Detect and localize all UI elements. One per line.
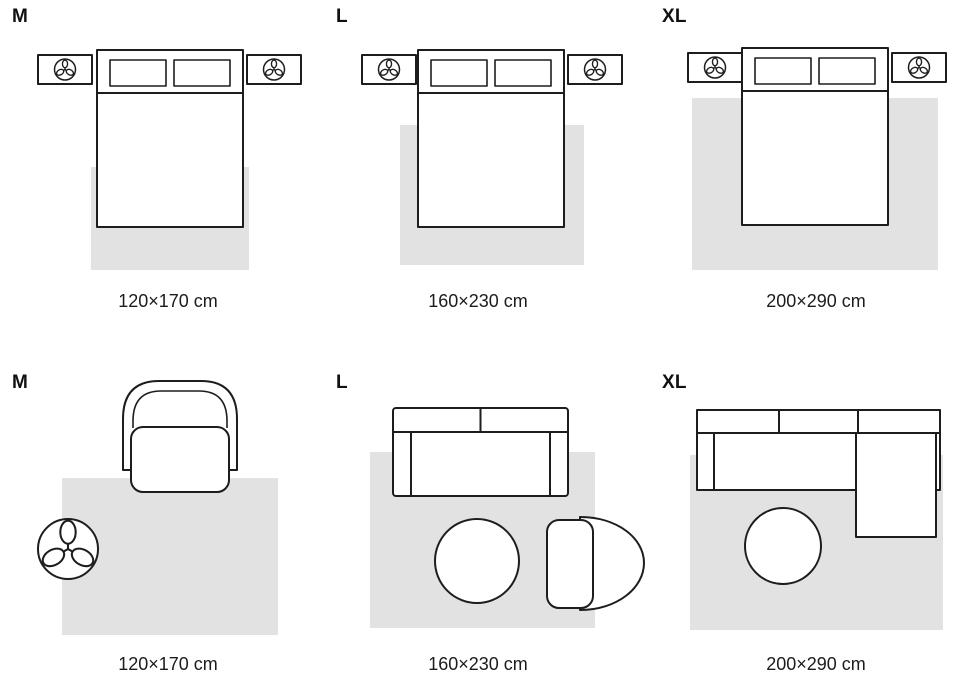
size-label-bedroom-xl: XL xyxy=(662,6,687,27)
bedroom-l-scene xyxy=(362,49,622,265)
coffee-table xyxy=(434,518,520,604)
dimensions-living-xl: 200×290 cm xyxy=(766,654,866,674)
size-label-bedroom-l: L xyxy=(336,6,348,27)
size-label-bedroom-m: M xyxy=(12,6,29,27)
sofa xyxy=(392,407,569,497)
nightstand xyxy=(688,53,742,82)
size-label-living-xl: XL xyxy=(662,372,687,393)
coffee-table xyxy=(744,507,822,585)
armchair xyxy=(546,516,645,611)
living-room-m-scene xyxy=(37,380,278,635)
nightstand xyxy=(247,55,301,84)
bed xyxy=(417,49,565,228)
nightstand xyxy=(38,55,92,84)
nightstand xyxy=(892,53,946,82)
chaise-lounge xyxy=(855,432,937,538)
floor-plant xyxy=(37,518,99,580)
bed xyxy=(741,47,889,226)
sectional-sofa xyxy=(696,409,941,538)
living-room-xl-scene xyxy=(690,409,943,630)
dimensions-bedroom-xl: 200×290 cm xyxy=(766,291,866,311)
bed xyxy=(96,49,244,228)
dimensions-bedroom-l: 160×230 cm xyxy=(428,291,528,311)
bedroom-xl-scene xyxy=(688,47,946,270)
bedroom-m-scene xyxy=(38,49,301,270)
dimensions-living-m: 120×170 cm xyxy=(118,654,218,674)
living-room-l-scene xyxy=(370,407,645,628)
dimensions-bedroom-m: 120×170 cm xyxy=(118,291,218,311)
nightstand xyxy=(362,55,416,84)
size-label-living-m: M xyxy=(12,372,29,393)
armchair xyxy=(122,380,238,493)
size-label-living-l: L xyxy=(336,372,348,393)
dimensions-living-l: 160×230 cm xyxy=(428,654,528,674)
nightstand xyxy=(568,55,622,84)
